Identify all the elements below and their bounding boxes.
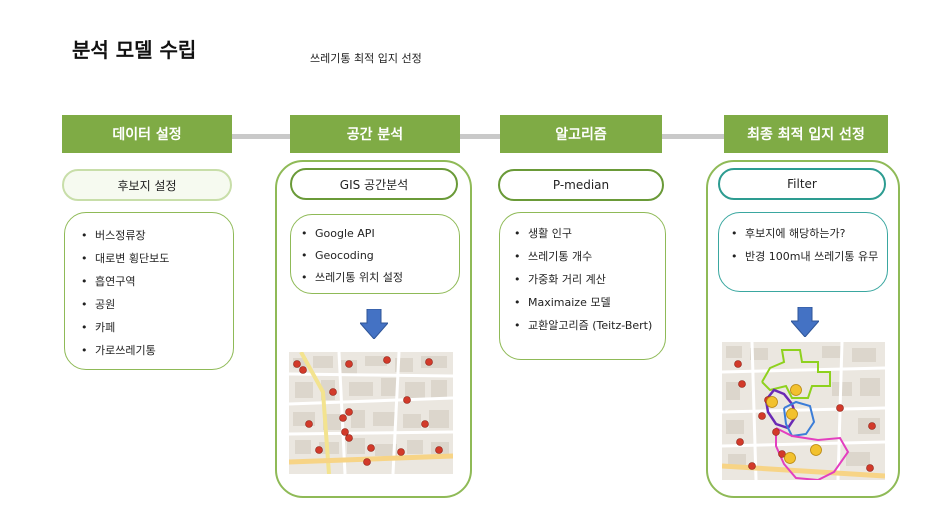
filter-map-graphic: [722, 342, 885, 480]
list-item: 대로변 횡단보도: [81, 252, 223, 266]
gis-analysis-pill: GIS 공간분석: [290, 168, 458, 200]
stage-header-spatial-analysis: 공간 분석: [290, 115, 460, 153]
list-item: 후보지에 해당하는가?: [731, 227, 879, 241]
list-item: 생활 인구: [514, 227, 657, 241]
candidate-setup-pill: 후보지 설정: [62, 169, 232, 201]
filter-list-box: 후보지에 해당하는가? 반경 100m내 쓰레기통 유무: [718, 212, 888, 292]
stage-header-data-setup: 데이터 설정: [62, 115, 232, 153]
connector-1-2: [232, 134, 290, 139]
list-item: 반경 100m내 쓰레기통 유무: [731, 250, 879, 264]
list-item: 버스정류장: [81, 229, 223, 243]
list-item: 쓰레기통 개수: [514, 250, 657, 264]
stage-header-final-selection: 최종 최적 입지 선정: [724, 115, 888, 153]
filter-pill: Filter: [718, 168, 886, 200]
list-item: 카페: [81, 321, 223, 335]
spatial-analysis-list: Google API Geocoding 쓰레기통 위치 설정: [301, 227, 451, 285]
list-item: 쓰레기통 위치 설정: [301, 271, 451, 285]
filter-list: 후보지에 해당하는가? 반경 100m내 쓰레기통 유무: [731, 227, 879, 264]
connector-2-3: [460, 134, 500, 139]
list-item: 흡연구역: [81, 275, 223, 289]
algorithm-list-box: 생활 인구 쓰레기통 개수 가중화 거리 계산 Maximaize 모델 교환알…: [499, 212, 666, 360]
list-item: Google API: [301, 227, 451, 241]
down-arrow-icon: [360, 309, 388, 339]
list-item: 가로쓰레기통: [81, 344, 223, 358]
spatial-analysis-list-box: Google API Geocoding 쓰레기통 위치 설정: [290, 214, 460, 294]
filtered-result-map: [722, 342, 885, 480]
gis-marker-map: [289, 352, 453, 474]
list-item: 가중화 거리 계산: [514, 273, 657, 287]
list-item: 교환알고리즘 (Teitz-Bert): [514, 319, 657, 333]
gis-map-graphic: [289, 352, 453, 474]
algorithm-list: 생활 인구 쓰레기통 개수 가중화 거리 계산 Maximaize 모델 교환알…: [514, 227, 657, 333]
data-setup-list-box: 버스정류장 대로변 횡단보도 흡연구역 공원 카페 가로쓰레기통: [64, 212, 234, 370]
page-subtitle: 쓰레기통 최적 입지 선정: [310, 52, 422, 65]
list-item: Geocoding: [301, 249, 451, 263]
down-arrow-icon: [791, 307, 819, 337]
list-item: Maximaize 모델: [514, 296, 657, 310]
connector-3-4: [662, 134, 724, 139]
stage-header-algorithm: 알고리즘: [500, 115, 662, 153]
list-item: 공원: [81, 298, 223, 312]
data-setup-list: 버스정류장 대로변 횡단보도 흡연구역 공원 카페 가로쓰레기통: [81, 229, 223, 358]
p-median-pill: P-median: [498, 169, 664, 201]
page-title: 분석 모델 수립: [72, 38, 197, 62]
